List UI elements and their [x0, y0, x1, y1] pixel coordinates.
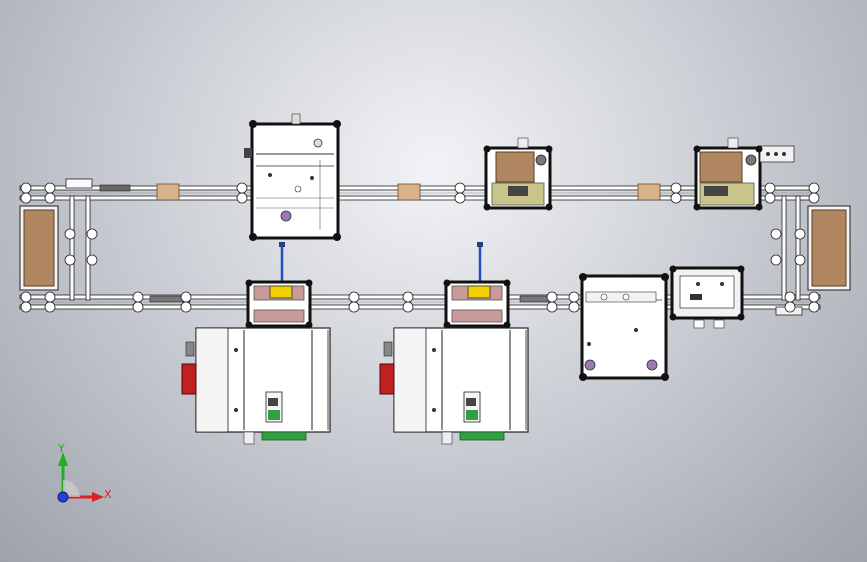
electrical-cabinet-1[interactable]: [181, 327, 331, 445]
coordinate-triad: Y X: [57, 442, 112, 503]
fixture-station-bottom-1[interactable]: [245, 279, 313, 329]
axis-x-label: X: [104, 488, 112, 501]
fixture-station-bottom-2[interactable]: [443, 279, 511, 329]
left-buffer-pallet[interactable]: [19, 205, 59, 291]
control-box-station[interactable]: [669, 265, 745, 329]
electrical-cabinet-2[interactable]: [379, 327, 529, 445]
large-work-station-bottom[interactable]: [579, 273, 669, 381]
right-buffer-pallet[interactable]: [807, 205, 851, 291]
large-work-station-top[interactable]: [244, 113, 341, 241]
small-station-top-1[interactable]: [483, 137, 553, 211]
axis-y-label: Y: [57, 442, 65, 455]
small-station-top-2[interactable]: [693, 137, 795, 211]
signal-cables: [279, 242, 483, 282]
guide-rollers: [20, 182, 820, 313]
